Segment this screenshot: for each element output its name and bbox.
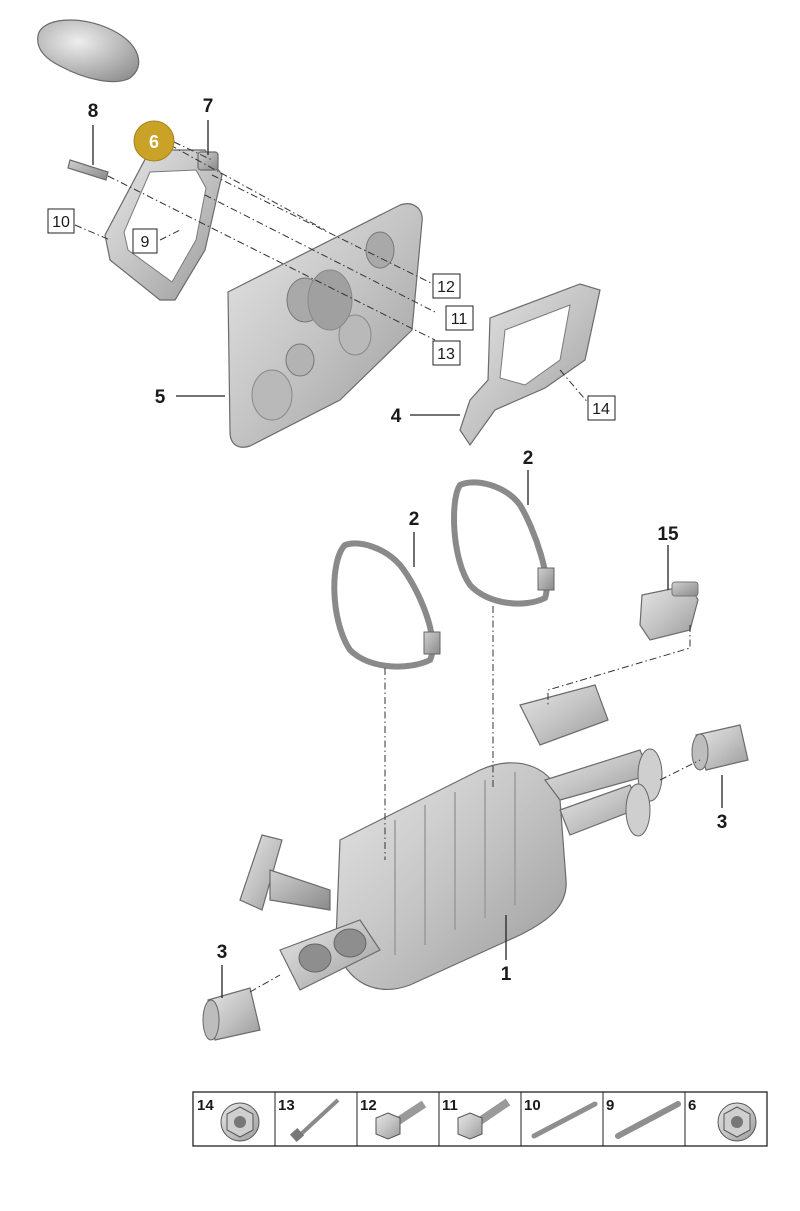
clamp-band-2-left-part xyxy=(331,540,441,670)
legend-cell-14[interactable]: 14 xyxy=(197,1097,260,1142)
legend-number: 6 xyxy=(688,1097,696,1114)
legend-cell-9[interactable]: 9 xyxy=(606,1097,681,1139)
boxed-callout-12: 12 xyxy=(437,279,455,296)
legend-number: 12 xyxy=(360,1097,377,1114)
callout-2-left: 2 xyxy=(409,509,420,530)
threaded-stud-icon xyxy=(615,1101,681,1139)
callout-8: 8 xyxy=(88,101,99,122)
boxed-callout-13: 13 xyxy=(437,346,455,363)
cover-cap-part xyxy=(37,19,140,83)
callout-numbers: 8 7 5 4 2 2 15 3 3 1 xyxy=(88,96,728,985)
callout-3-left: 3 xyxy=(217,942,228,963)
boxed-callout-9: 9 xyxy=(141,234,150,251)
callout-15: 15 xyxy=(657,524,679,545)
legend-cell-11[interactable]: 11 xyxy=(442,1097,511,1140)
heat-shield-5-part xyxy=(227,203,423,448)
legend-cell-12[interactable]: 12 xyxy=(360,1097,427,1140)
callout-7: 7 xyxy=(203,96,214,117)
flange-nut-icon xyxy=(717,1102,757,1142)
legend-cell-10[interactable]: 10 xyxy=(524,1097,598,1139)
legend-cell-6[interactable]: 6 xyxy=(688,1097,757,1142)
legend-number: 13 xyxy=(278,1097,295,1114)
muffler-1-part xyxy=(239,684,663,991)
bracket-4-part xyxy=(459,283,601,447)
boxed-callout-14: 14 xyxy=(592,401,610,418)
legend-number: 9 xyxy=(606,1097,614,1114)
legend-number: 14 xyxy=(197,1097,214,1114)
legend-number: 10 xyxy=(524,1097,541,1114)
flange-nut-icon xyxy=(220,1102,260,1142)
stud-8-part xyxy=(67,159,109,181)
pipe-clamp-3-right-part xyxy=(691,724,749,771)
boxed-callouts: 10 9 12 11 13 14 xyxy=(47,208,616,421)
bracket-7-part xyxy=(104,149,223,301)
highlighted-callout-6[interactable]: 6 xyxy=(133,120,213,162)
boxed-callout-10: 10 xyxy=(52,214,70,231)
highlight-number: 6 xyxy=(149,132,159,152)
sensor-15-part xyxy=(639,581,699,641)
callout-4: 4 xyxy=(391,406,402,427)
callout-1: 1 xyxy=(501,964,512,985)
boxed-callout-11: 11 xyxy=(451,311,468,328)
threaded-stud-icon xyxy=(531,1101,598,1139)
leader-lines xyxy=(92,120,723,998)
callout-5: 5 xyxy=(155,387,166,408)
hex-bolt-icon xyxy=(457,1098,511,1140)
legend-cell-13[interactable]: 13 xyxy=(278,1097,340,1143)
callout-3-right: 3 xyxy=(717,812,728,833)
callout-2-right: 2 xyxy=(523,448,534,469)
pipe-clamp-3-left-part xyxy=(202,987,261,1041)
long-bolt-icon xyxy=(289,1098,340,1143)
clamp-band-2-right-part xyxy=(451,479,555,607)
hex-bolt-icon xyxy=(375,1100,427,1140)
legend-number: 11 xyxy=(442,1097,458,1114)
fastener-legend: 14 13 12 11 xyxy=(192,1091,768,1147)
assembly-lines xyxy=(74,144,701,993)
